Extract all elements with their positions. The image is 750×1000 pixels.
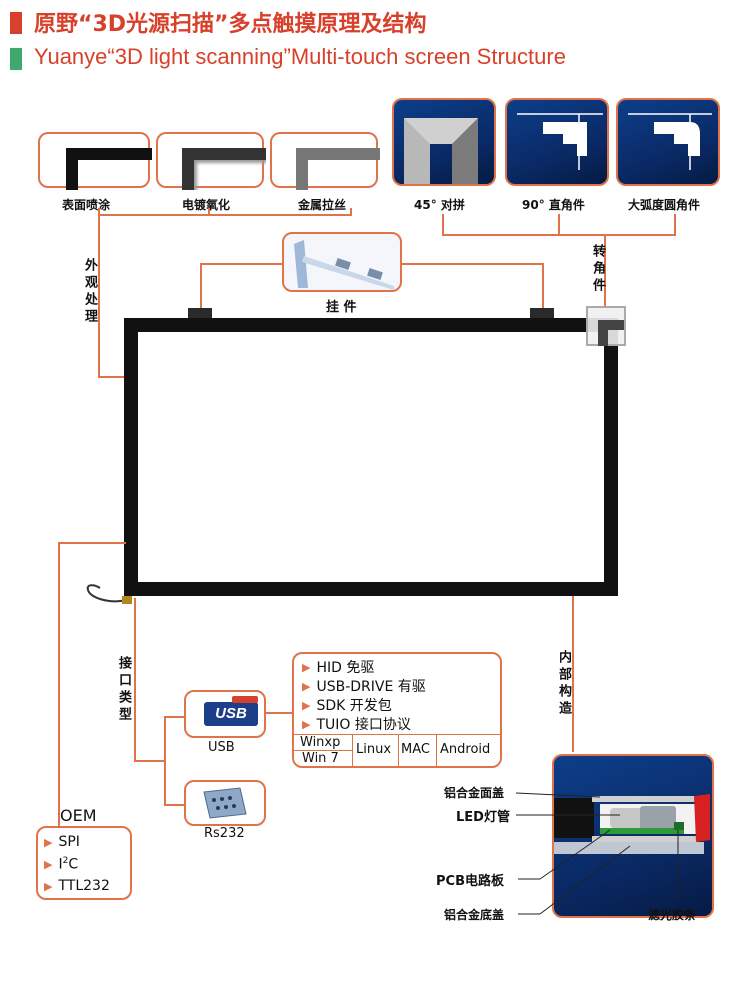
hanger-label: 挂 件 [326, 300, 357, 315]
usb-label: USB [208, 740, 235, 755]
usb-features-panel: ▶HID 免驱 ▶USB-DRIVE 有驱 ▶SDK 开发包 ▶TUIO 接口协… [292, 652, 502, 768]
title-green-bar [10, 48, 22, 70]
hanger-clip-right [530, 308, 554, 320]
rs232-connector-icon [203, 787, 247, 819]
os-winxp: Winxp [300, 735, 341, 750]
rs232-label: Rs232 [204, 826, 245, 841]
corner-label-arc: 大弧度圆角件 [628, 198, 701, 212]
cross-section-diagram [554, 794, 710, 854]
corner-45-image [392, 98, 496, 186]
interface-section-label: 接口类型 [116, 656, 131, 724]
oem-i2c: ▶I2C [44, 856, 79, 873]
title-red-bar [10, 12, 22, 34]
part-label-top-cover: 铝合金面盖 [444, 786, 505, 800]
title-chinese: 原野“3D光源扫描”多点触摸原理及结构 [34, 12, 427, 37]
os-mac: MAC [401, 742, 430, 757]
oem-ttl232: ▶TTL232 [44, 878, 110, 894]
cable-icon [86, 584, 132, 604]
oem-title: OEM [60, 806, 97, 825]
internal-section-label: 内部构造 [556, 650, 571, 718]
feature-usb-drive: ▶USB-DRIVE 有驱 [302, 679, 426, 695]
os-linux: Linux [356, 742, 392, 757]
corner-piece-highlight [586, 306, 626, 346]
usb-logo-icon: USB [204, 702, 258, 726]
hanger-clip-left [188, 308, 212, 320]
corner-section-label: 转角件 [590, 244, 605, 295]
part-label-pcb: PCB电路板 [436, 874, 504, 889]
corner-90-image [505, 98, 609, 186]
corner-label-45: 45° 对拼 [414, 198, 465, 212]
part-label-filter-strip: 滤光胶条 [648, 908, 697, 922]
title-english: Yuanye“3D light scanning”Multi-touch scr… [34, 44, 566, 69]
finish-spray-sample [38, 132, 152, 190]
finish-label-spray: 表面喷涂 [62, 198, 111, 212]
part-label-led: LED灯管 [456, 810, 510, 825]
usb-logo-box: USB [184, 690, 266, 738]
os-win7: Win 7 [302, 751, 339, 766]
feature-hid: ▶HID 免驱 [302, 660, 375, 676]
hanger-image [282, 232, 402, 292]
finish-section-label: 外观处理 [82, 258, 97, 326]
internal-cross-section [552, 754, 714, 918]
finish-label-brushed: 金属拉丝 [298, 198, 347, 212]
rs232-box [184, 780, 266, 826]
finish-plating-sample [156, 132, 266, 190]
finish-brushed-sample [270, 132, 380, 190]
oem-spi: ▶SPI [44, 834, 80, 850]
part-label-bottom-cover: 铝合金底盖 [444, 908, 505, 922]
oem-panel: ▶SPI ▶I2C ▶TTL232 [36, 826, 132, 900]
corner-arc-image [616, 98, 720, 186]
feature-sdk: ▶SDK 开发包 [302, 698, 392, 714]
finish-label-plating: 电镀氧化 [182, 198, 231, 212]
touch-frame [124, 318, 618, 596]
os-android: Android [440, 742, 491, 757]
feature-tuio: ▶TUIO 接口协议 [302, 717, 411, 733]
corner-label-90: 90° 直角件 [522, 198, 585, 212]
